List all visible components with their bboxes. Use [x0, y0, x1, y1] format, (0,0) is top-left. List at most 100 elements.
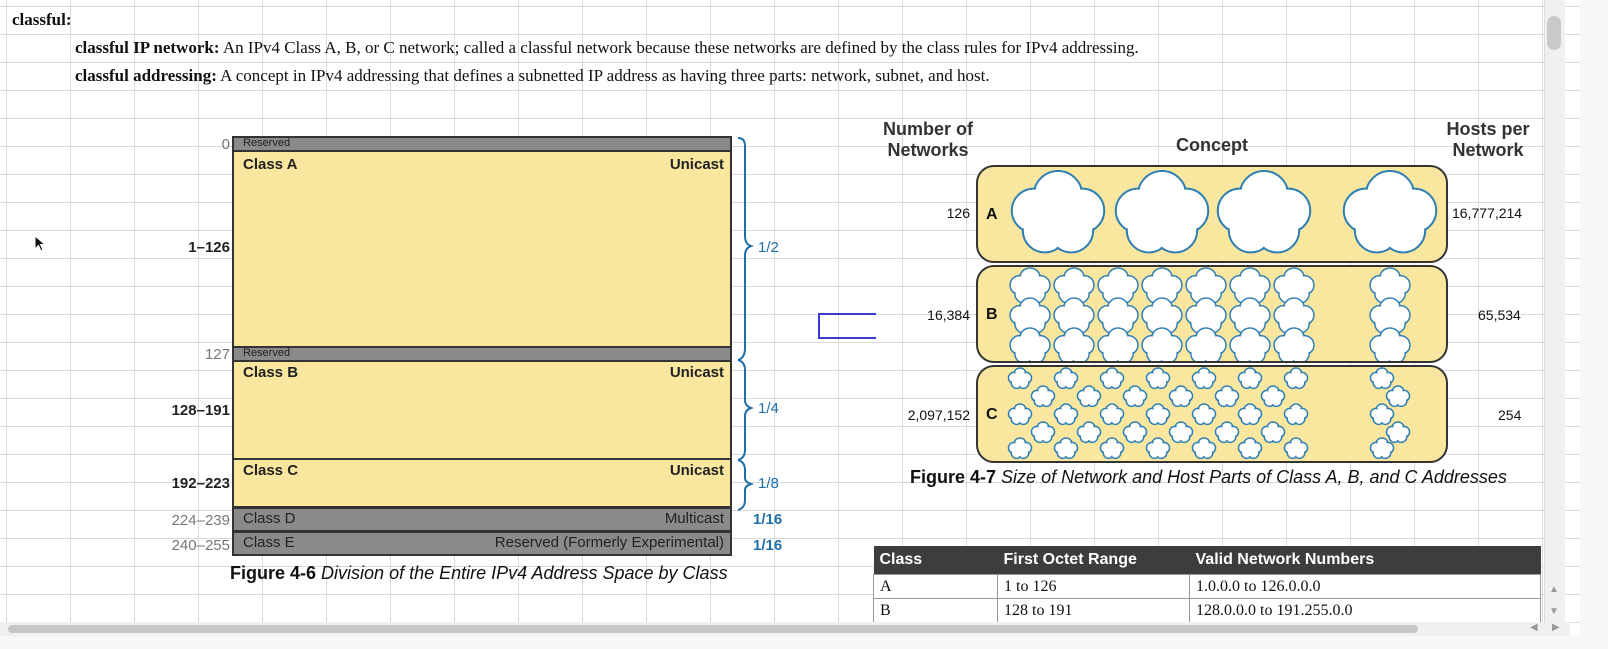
fraction-class-a: 1/2 [758, 239, 779, 256]
table-cell[interactable]: 1.0.0.0 to 126.0.0.0 [1189, 574, 1541, 599]
table-cell[interactable]: B [873, 598, 998, 623]
bar-class-c: Class C Unicast [232, 458, 732, 508]
cloud-icon [1229, 327, 1271, 361]
scroll-left-arrow-icon[interactable]: ◀ [1530, 622, 1538, 633]
hosts-class-a: 16,777,214 [1452, 205, 1523, 221]
caption-number: Figure 4-7 [910, 467, 997, 487]
fraction-class-b: 1/4 [758, 400, 779, 417]
cloud-icon [1283, 437, 1309, 460]
fraction-class-e: 1/16 [753, 537, 783, 554]
class-c-pill: C [976, 365, 1448, 463]
cloud-icon [1076, 421, 1102, 444]
class-e-label: Class E [243, 534, 295, 551]
label-192-223: 192–223 [171, 475, 230, 492]
definition-classful-ip-network[interactable]: classful IP network: An IPv4 Class A, B,… [75, 38, 1139, 58]
mouse-cursor-icon [34, 235, 47, 252]
cloud-icon [1385, 421, 1411, 444]
class-a-label: Class A [243, 156, 298, 173]
cloud-icon [1369, 297, 1411, 334]
cloud-icon [1216, 170, 1312, 254]
cloud-icon [1076, 385, 1102, 408]
definition-text: A concept in IPv4 addressing that define… [220, 66, 990, 85]
scroll-right-arrow-icon[interactable]: ▶ [1552, 622, 1560, 633]
table-cell[interactable]: 128 to 191 [997, 598, 1190, 623]
class-b-type: Unicast [669, 364, 724, 381]
cloud-icon [1122, 385, 1148, 408]
cloud-icon [1097, 297, 1139, 334]
label-0: 0 [221, 136, 230, 153]
cloud-icon [1053, 437, 1079, 460]
cloud-icon [1168, 421, 1194, 444]
figure-4-7-caption: Figure 4-7 Size of Network and Host Part… [910, 467, 1507, 488]
cloud-icon [1214, 421, 1240, 444]
cloud-icon [1342, 170, 1438, 254]
hosts-class-c: 254 [1498, 407, 1522, 423]
cloud-icon [1237, 437, 1263, 460]
header-concept: Concept [1176, 135, 1248, 155]
cloud-icon [1010, 170, 1106, 254]
cloud-icon [1191, 403, 1217, 426]
cloud-icon [1185, 327, 1227, 361]
cloud-icon [1141, 267, 1183, 304]
cloud-icon [1191, 437, 1217, 460]
cloud-icon [1007, 437, 1033, 460]
table-cell[interactable]: 1 to 126 [997, 574, 1190, 599]
brace-class-b [737, 359, 755, 461]
cloud-icon [1030, 421, 1056, 444]
brace-group [737, 137, 755, 511]
cloud-icon [1237, 367, 1263, 390]
cloud-icon [1191, 367, 1217, 390]
cloud-icon [1145, 367, 1171, 390]
cloud-icon [1030, 385, 1056, 408]
networks-class-a: 126 [946, 205, 970, 221]
cloud-icon [1145, 437, 1171, 460]
vertical-scrollbar[interactable] [1544, 0, 1565, 625]
cloud-icon [1114, 170, 1210, 254]
class-b-letter: B [986, 306, 998, 323]
bar-class-b: Class B Unicast [232, 360, 732, 460]
class-b-label: Class B [243, 364, 299, 381]
cloud-icon [1099, 437, 1125, 460]
clouds-class-c [1007, 367, 1411, 460]
scroll-up-arrow-icon[interactable]: ▲ [1549, 584, 1559, 595]
cloud-icon [1369, 367, 1395, 390]
figure-4-6[interactable]: 0 1–126 127 128–191 192–223 224–239 240–… [160, 136, 820, 606]
scroll-down-arrow-icon[interactable]: ▼ [1549, 606, 1559, 617]
vertical-scroll-thumb[interactable] [1547, 16, 1561, 50]
cloud-icon [1053, 327, 1095, 361]
class-d-label: Class D [243, 510, 296, 527]
caption-number: Figure 4-6 [230, 563, 317, 583]
cloud-icon [1273, 267, 1315, 304]
bar-class-e: Class E Reserved (Formerly Experimental) [232, 531, 732, 556]
horizontal-scroll-thumb[interactable] [8, 625, 1418, 633]
clouds-class-a [1010, 170, 1438, 254]
header-line: Network [1452, 140, 1524, 160]
table-header-class: Class [873, 546, 998, 575]
header-line: Hosts per [1446, 119, 1530, 139]
cloud-icon [1273, 327, 1315, 361]
selection-box[interactable] [818, 313, 876, 339]
cloud-icon [1214, 385, 1240, 408]
networks-class-b: 16,384 [927, 307, 970, 323]
cloud-icon [1369, 267, 1411, 304]
bar-class-d: Class D Multicast [232, 507, 732, 532]
cloud-icon [1122, 421, 1148, 444]
class-e-type: Reserved (Formerly Experimental) [494, 534, 724, 551]
caption-text: Size of Network and Host Parts of Class … [1001, 467, 1507, 487]
cloud-icon [1369, 437, 1395, 460]
cloud-icon [1260, 421, 1286, 444]
table-header-first-octet: First Octet Range [997, 546, 1190, 575]
table-cell[interactable]: A [873, 574, 998, 599]
cloud-icon [1260, 385, 1286, 408]
cloud-icon [1369, 403, 1395, 426]
cloud-icon [1053, 367, 1079, 390]
table-cell[interactable]: 128.0.0.0 to 191.255.0.0 [1189, 598, 1541, 623]
heading-classful[interactable]: classful: [12, 10, 72, 29]
class-table[interactable]: Class First Octet Range Valid Network Nu… [873, 546, 1541, 623]
definition-term: classful addressing: [75, 66, 217, 85]
definition-classful-addressing[interactable]: classful addressing: A concept in IPv4 a… [75, 66, 990, 86]
bar-class-a: Class A Unicast [232, 150, 732, 348]
cloud-icon [1009, 327, 1051, 361]
